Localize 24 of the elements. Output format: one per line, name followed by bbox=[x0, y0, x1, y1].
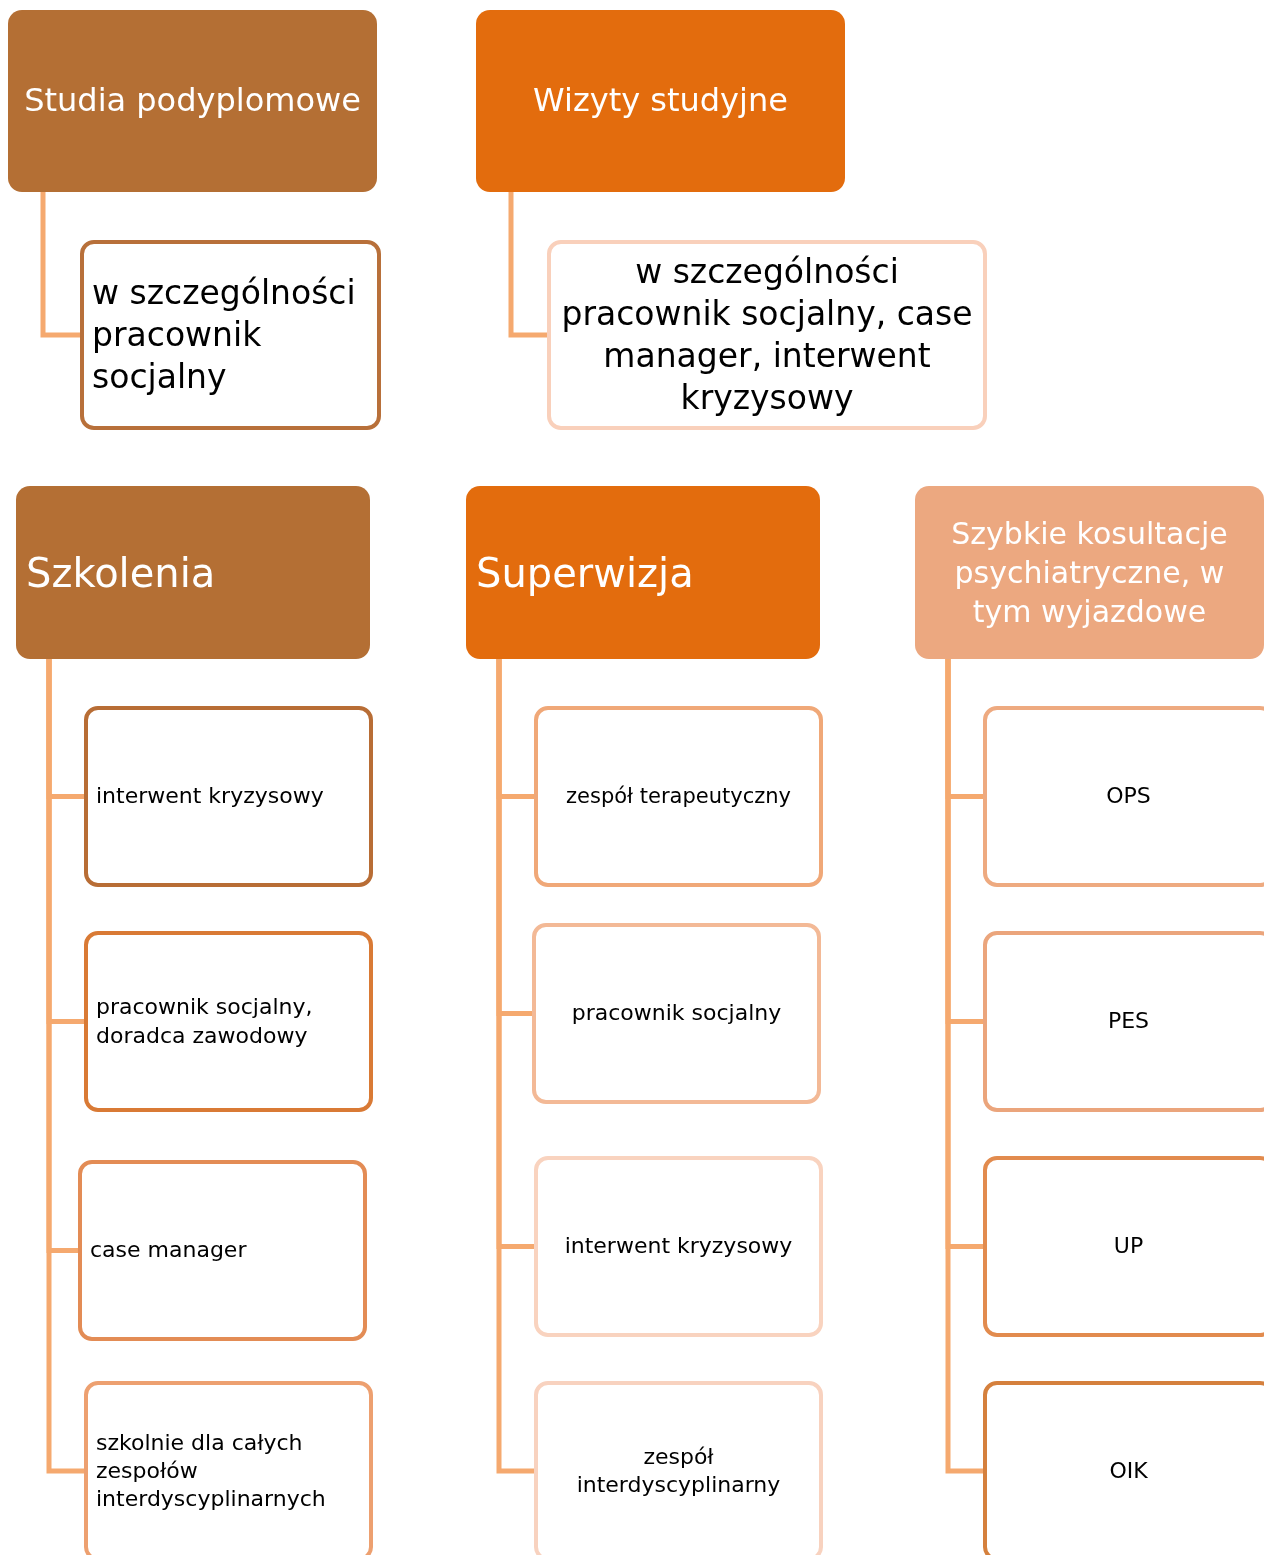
connector-line bbox=[508, 192, 547, 338]
item-box: OIK bbox=[983, 1381, 1264, 1555]
connector-line bbox=[40, 192, 80, 338]
item-box: interwent kryzysowy bbox=[84, 706, 373, 887]
category-box: Szybkie kosultacje psychiatryczne, w tym wyjazdowe bbox=[915, 486, 1264, 659]
item-box: w szczególności pracownik socjalny, case manager, interwent kryzysowy bbox=[547, 240, 987, 430]
item-box: pracownik socjalny, doradca zawodowy bbox=[84, 931, 373, 1112]
item-box: zespół interdyscyplinarny bbox=[534, 1381, 823, 1555]
category-box: Wizyty studyjne bbox=[476, 10, 845, 192]
item-box: szkolnie dla całych zespołów interdyscyplinarnych bbox=[84, 1381, 373, 1555]
category-box: Szkolenia bbox=[16, 486, 370, 659]
item-box: UP bbox=[983, 1156, 1264, 1337]
connector-line bbox=[46, 659, 84, 1474]
item-box: case manager bbox=[78, 1160, 367, 1341]
item-box: zespół terapeutyczny bbox=[534, 706, 823, 887]
category-box: Studia podyplomowe bbox=[8, 10, 377, 192]
item-box: PES bbox=[983, 931, 1264, 1112]
category-box: Superwizja bbox=[466, 486, 820, 659]
item-box: OPS bbox=[983, 706, 1264, 887]
connector-line bbox=[496, 659, 534, 1474]
item-box: w szczególności pracownik socjalny bbox=[80, 240, 381, 430]
item-box: pracownik socjalny bbox=[532, 923, 821, 1104]
connector-line bbox=[945, 659, 983, 1474]
item-box: interwent kryzysowy bbox=[534, 1156, 823, 1337]
